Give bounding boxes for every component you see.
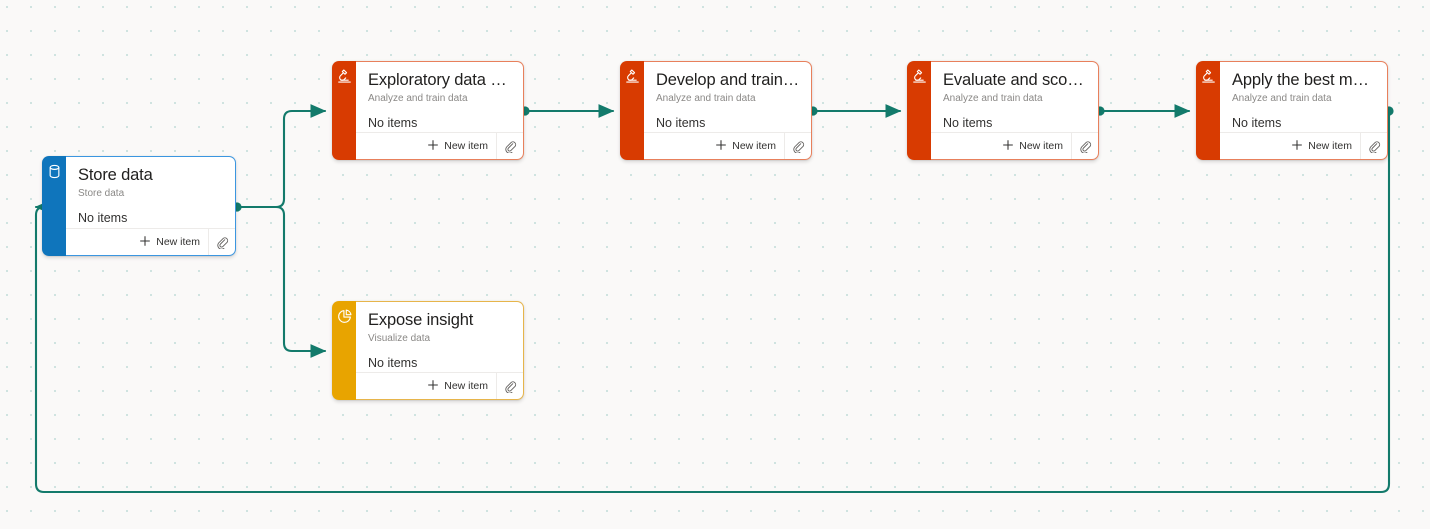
node-title: Develop and train …: [656, 71, 801, 89]
node-footer: New item: [644, 132, 811, 159]
node-footer: New item: [356, 132, 523, 159]
plus-icon: [1002, 139, 1014, 154]
new-item-label: New item: [444, 380, 488, 392]
plus-icon: [715, 139, 727, 154]
plus-icon: [427, 379, 439, 394]
new-item-button[interactable]: New item: [709, 133, 784, 159]
node-content: Apply the best mo… Analyze and train dat…: [1220, 62, 1387, 132]
node-subtitle: Store data: [78, 188, 125, 199]
node-store-data[interactable]: Store data Store data No items New item: [42, 156, 236, 256]
node-status: No items: [78, 211, 128, 225]
node-content: Store data Store data No items: [66, 157, 235, 228]
node-status: No items: [1232, 116, 1282, 130]
edge-apply-to-store: [34, 109, 1391, 494]
paperclip-icon[interactable]: [208, 229, 235, 255]
pie-chart-icon: [336, 308, 353, 400]
new-item-button[interactable]: New item: [996, 133, 1071, 159]
edge-store-to-expose: [235, 205, 327, 358]
plus-icon: [139, 235, 151, 250]
new-item-label: New item: [1019, 140, 1063, 152]
microscope-icon: [336, 68, 353, 160]
paperclip-icon[interactable]: [496, 373, 523, 399]
node-status: No items: [943, 116, 993, 130]
node-subtitle: Visualize data: [368, 333, 431, 344]
node-evaluate-and-score[interactable]: Evaluate and score… Analyze and train da…: [907, 61, 1099, 160]
node-status: No items: [368, 116, 418, 130]
node-title: Store data: [78, 166, 153, 184]
new-item-button[interactable]: New item: [421, 373, 496, 399]
new-item-label: New item: [732, 140, 776, 152]
node-subtitle: Analyze and train data: [656, 93, 756, 104]
node-title: Exploratory data a…: [368, 71, 513, 89]
node-content: Expose insight Visualize data No items: [356, 302, 523, 372]
node-footer: New item: [356, 372, 523, 399]
node-title: Evaluate and score…: [943, 71, 1088, 89]
node-status: No items: [368, 356, 418, 370]
node-accent-strip: [332, 61, 356, 160]
new-item-label: New item: [444, 140, 488, 152]
node-accent-strip: [1196, 61, 1220, 160]
node-subtitle: Analyze and train data: [368, 93, 468, 104]
node-content: Develop and train … Analyze and train da…: [644, 62, 811, 132]
node-subtitle: Analyze and train data: [943, 93, 1043, 104]
paperclip-icon[interactable]: [1360, 133, 1387, 159]
new-item-label: New item: [1308, 140, 1352, 152]
node-footer: New item: [66, 228, 235, 255]
new-item-label: New item: [156, 236, 200, 248]
paperclip-icon[interactable]: [496, 133, 523, 159]
plus-icon: [427, 139, 439, 154]
node-content: Evaluate and score… Analyze and train da…: [931, 62, 1098, 132]
node-title: Expose insight: [368, 311, 474, 329]
plus-icon: [1291, 139, 1303, 154]
node-title: Apply the best mo…: [1232, 71, 1377, 89]
paperclip-icon[interactable]: [784, 133, 811, 159]
node-accent-strip: [332, 301, 356, 400]
new-item-button[interactable]: New item: [133, 229, 208, 255]
node-footer: New item: [931, 132, 1098, 159]
node-expose-insight[interactable]: Expose insight Visualize data No items N…: [332, 301, 524, 400]
node-accent-strip: [620, 61, 644, 160]
node-footer: New item: [1220, 132, 1387, 159]
node-develop-and-train[interactable]: Develop and train … Analyze and train da…: [620, 61, 812, 160]
node-subtitle: Analyze and train data: [1232, 93, 1332, 104]
node-apply-the-best-model[interactable]: Apply the best mo… Analyze and train dat…: [1196, 61, 1388, 160]
microscope-icon: [1200, 68, 1217, 160]
microscope-icon: [624, 68, 641, 160]
node-accent-strip: [42, 156, 66, 256]
edge-store-to-exploratory: [235, 104, 327, 209]
node-accent-strip: [907, 61, 931, 160]
new-item-button[interactable]: New item: [421, 133, 496, 159]
node-content: Exploratory data a… Analyze and train da…: [356, 62, 523, 132]
microscope-icon: [911, 68, 928, 160]
new-item-button[interactable]: New item: [1285, 133, 1360, 159]
paperclip-icon[interactable]: [1071, 133, 1098, 159]
node-exploratory-data-analysis[interactable]: Exploratory data a… Analyze and train da…: [332, 61, 524, 160]
node-status: No items: [656, 116, 706, 130]
database-icon: [46, 163, 63, 256]
